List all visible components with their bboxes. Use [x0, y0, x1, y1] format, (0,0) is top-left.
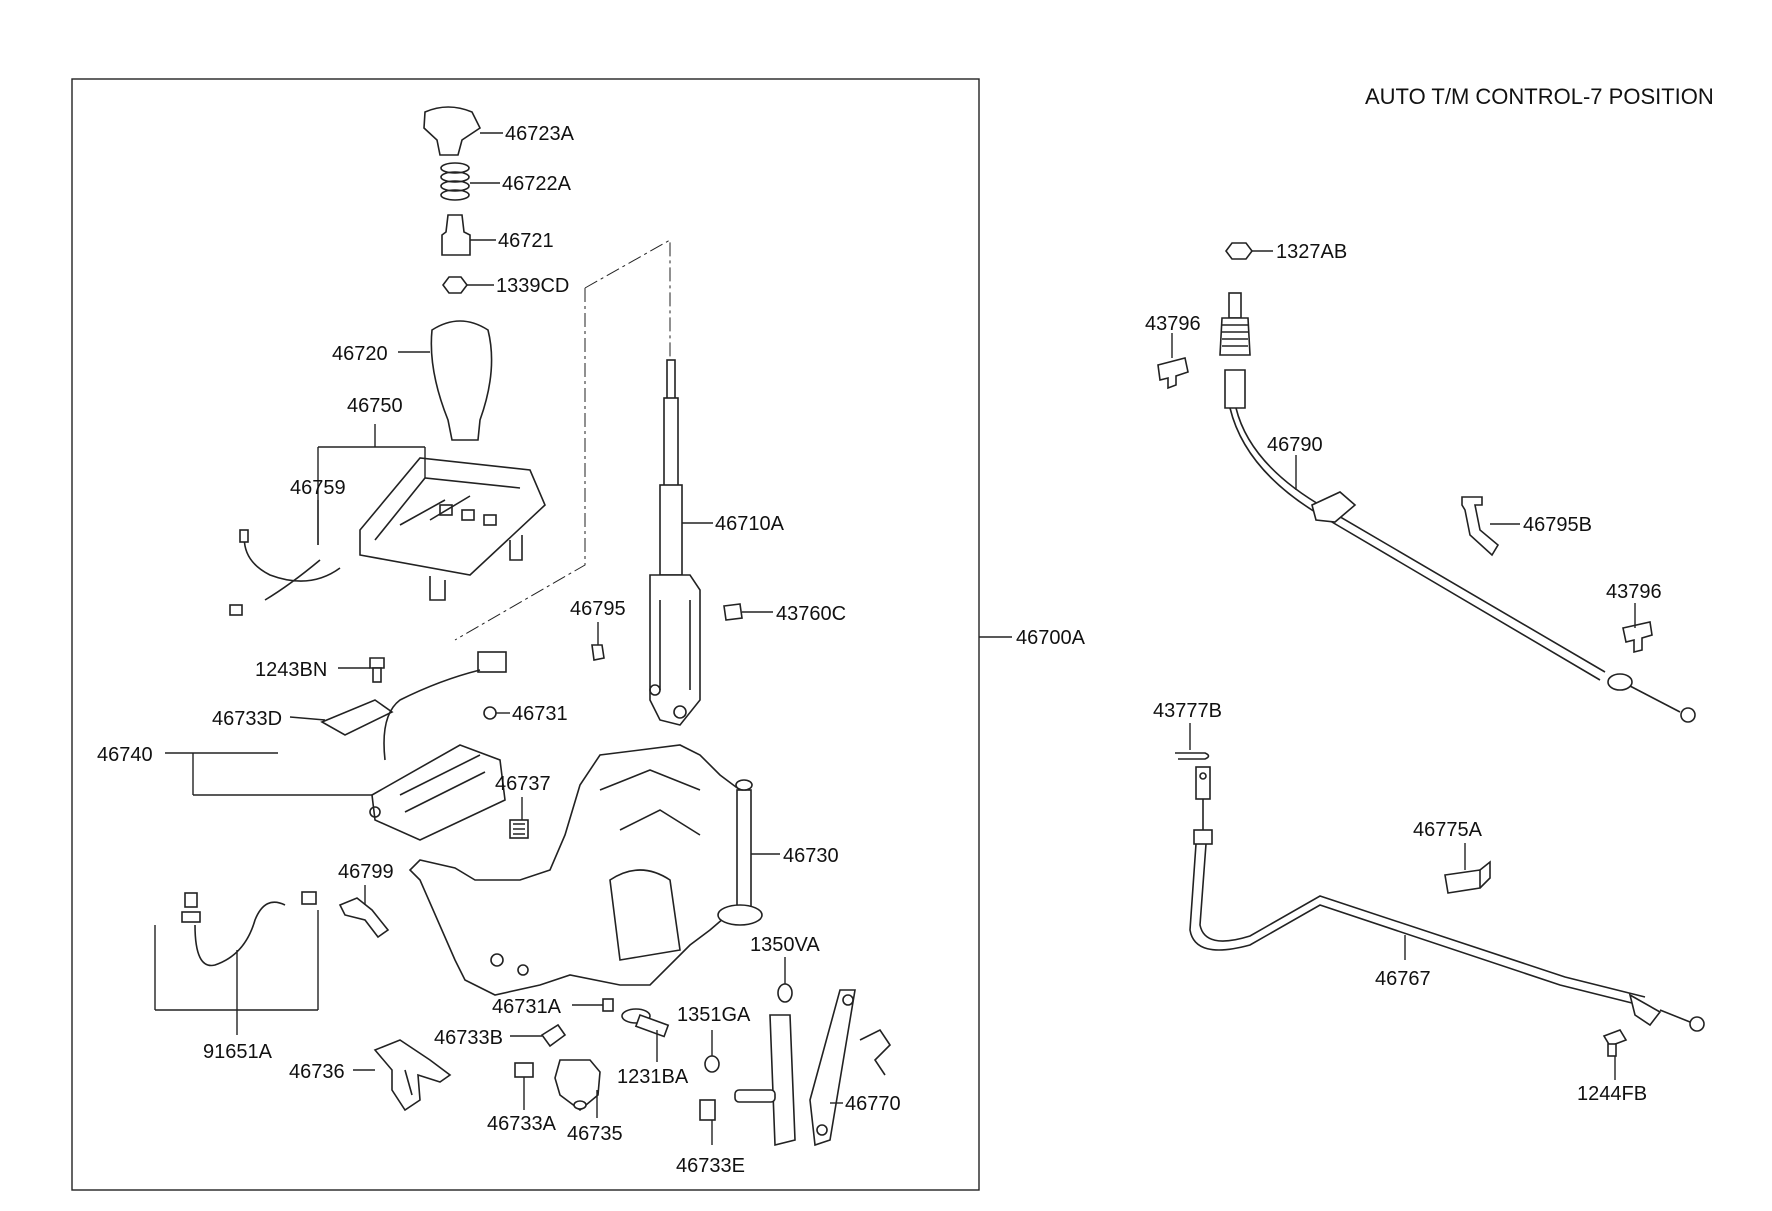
label-46733E: 46733E — [676, 1155, 745, 1177]
label-46770: 46770 — [845, 1093, 901, 1115]
label-46735: 46735 — [567, 1123, 623, 1145]
part-1350VA[interactable]: 1350VA — [750, 934, 820, 1003]
label-46710A: 46710A — [715, 513, 785, 535]
label-46721: 46721 — [498, 230, 554, 252]
label-43760C: 43760C — [776, 603, 846, 625]
label-46799: 46799 — [338, 861, 394, 883]
label-1350VA: 1350VA — [750, 934, 820, 956]
part-46723A[interactable]: 46723A — [423, 106, 575, 156]
part-46737[interactable]: 46737 — [495, 773, 551, 839]
label-46722A: 46722A — [502, 173, 572, 195]
part-43796-lower[interactable]: 43796 — [1606, 581, 1662, 654]
part-46731[interactable]: 46731 — [483, 703, 568, 725]
label-1351GA: 1351GA — [677, 1004, 751, 1026]
part-46735[interactable]: 46735 — [554, 1059, 623, 1145]
part-1327AB[interactable]: 1327AB — [1225, 241, 1347, 263]
guide-line — [454, 239, 671, 641]
label-46730: 46730 — [783, 845, 839, 867]
label-46759: 46759 — [290, 477, 346, 499]
label-46700A: 46700A — [1016, 627, 1086, 649]
part-46722A[interactable]: 46722A — [440, 162, 572, 201]
label-43777B: 43777B — [1153, 700, 1222, 722]
part-46767[interactable]: 46767 — [1189, 766, 1705, 1032]
part-43796-upper[interactable]: 43796 — [1145, 313, 1201, 390]
part-46750[interactable]: 46750 — [317, 395, 546, 601]
part-46700A[interactable]: 46700A — [979, 627, 1086, 649]
part-46799[interactable]: 46799 — [338, 861, 394, 939]
label-46731: 46731 — [512, 703, 568, 725]
label-46740: 46740 — [97, 744, 153, 766]
part-46740[interactable]: 46740 — [97, 651, 507, 841]
part-43777B[interactable]: 43777B — [1153, 700, 1222, 760]
label-46723A: 46723A — [505, 123, 575, 145]
part-43760C[interactable]: 43760C — [723, 603, 846, 625]
part-46736[interactable]: 46736 — [289, 1039, 452, 1112]
part-46770[interactable]: 46770 — [734, 989, 901, 1147]
label-46733B: 46733B — [434, 1027, 503, 1049]
part-46731A[interactable]: 46731A — [492, 996, 614, 1018]
part-46795[interactable]: 46795 — [570, 598, 626, 661]
label-46737: 46737 — [495, 773, 551, 795]
part-46733A[interactable]: 46733A — [487, 1062, 557, 1135]
assembly-frame — [71, 78, 980, 1191]
part-46733D[interactable]: 46733D — [212, 699, 394, 736]
label-1339CD: 1339CD — [496, 275, 569, 297]
label-46750: 46750 — [347, 395, 403, 417]
label-46795: 46795 — [570, 598, 626, 620]
part-46775A[interactable]: 46775A — [1413, 819, 1491, 894]
label-1243BN: 1243BN — [255, 659, 327, 681]
label-46795B: 46795B — [1523, 514, 1592, 536]
part-1243BN[interactable]: 1243BN — [255, 657, 385, 683]
part-46759[interactable]: 46759 — [229, 477, 346, 616]
label-43796-upper: 43796 — [1145, 313, 1201, 335]
label-1231BA: 1231BA — [617, 1066, 689, 1088]
part-46790[interactable]: 46790 — [1219, 292, 1696, 723]
part-46733B[interactable]: 46733B — [434, 1023, 567, 1049]
label-46720: 46720 — [332, 343, 388, 365]
part-1351GA[interactable]: 1351GA — [677, 1004, 751, 1073]
part-46720[interactable]: 46720 — [332, 320, 493, 441]
label-46767: 46767 — [1375, 968, 1431, 990]
label-91651A: 91651A — [203, 1041, 273, 1063]
diagram-title: AUTO T/M CONTROL-7 POSITION — [1365, 84, 1714, 109]
label-46775A: 46775A — [1413, 819, 1483, 841]
part-1231BA[interactable]: 1231BA — [617, 1008, 689, 1088]
label-43796-lower: 43796 — [1606, 581, 1662, 603]
label-46731A: 46731A — [492, 996, 562, 1018]
part-46710A[interactable]: 46710A — [649, 359, 785, 726]
label-1244FB: 1244FB — [1577, 1083, 1647, 1105]
label-1327AB: 1327AB — [1276, 241, 1347, 263]
part-46721[interactable]: 46721 — [441, 214, 554, 256]
label-46736: 46736 — [289, 1061, 345, 1083]
part-46733E[interactable]: 46733E — [676, 1099, 745, 1177]
part-46730[interactable]: 46730 — [408, 744, 839, 996]
part-1244FB[interactable]: 1244FB — [1577, 1029, 1647, 1105]
label-46733D: 46733D — [212, 708, 282, 730]
part-1339CD[interactable]: 1339CD — [442, 275, 569, 297]
label-46790: 46790 — [1267, 434, 1323, 456]
part-46795B[interactable]: 46795B — [1461, 496, 1592, 557]
part-91651A[interactable]: 91651A — [154, 891, 319, 1063]
label-46733A: 46733A — [487, 1113, 557, 1135]
